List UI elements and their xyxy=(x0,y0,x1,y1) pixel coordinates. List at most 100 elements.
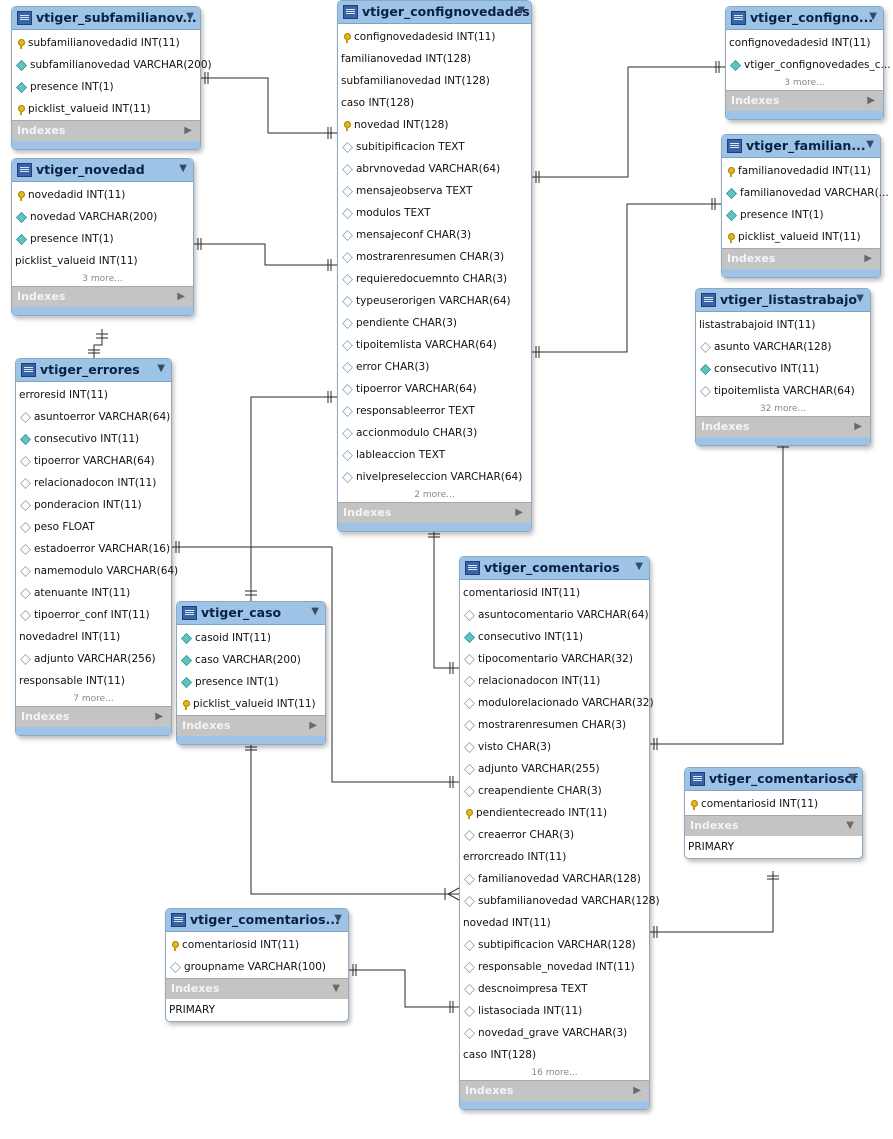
indexes-bar[interactable]: Indexes▼ xyxy=(166,978,348,999)
column-row[interactable]: subitipificacion TEXT xyxy=(338,136,531,158)
column-row[interactable]: familianovedad VARCHAR(... xyxy=(722,182,889,204)
table-header[interactable]: vtiger_comentarios▼ xyxy=(460,557,649,580)
column-row[interactable]: familianovedadid INT(11) xyxy=(722,160,880,182)
column-row[interactable]: responsableerror TEXT xyxy=(338,400,531,422)
column-row[interactable]: subfamilianovedad VARCHAR(200) xyxy=(12,54,212,76)
column-row[interactable]: listasociada INT(11) xyxy=(460,1000,649,1022)
column-row[interactable]: error CHAR(3) xyxy=(338,356,531,378)
column-row[interactable]: comentariosid INT(11) xyxy=(460,582,649,604)
table-vtiger-confignovedades[interactable]: vtiger_confignovedades▼confignovedadesid… xyxy=(337,0,532,532)
more-columns-link[interactable]: 3 more... xyxy=(784,78,825,88)
triangle-down-icon[interactable]: ▼ xyxy=(866,139,874,150)
table-header[interactable]: vtiger_comentarios...▼ xyxy=(166,909,348,932)
indexes-bar[interactable]: Indexes▶ xyxy=(16,706,171,727)
triangle-down-icon[interactable]: ▼ xyxy=(332,983,340,994)
column-row[interactable]: tipoitemlista VARCHAR(64) xyxy=(696,380,870,402)
column-row[interactable]: accionmodulo CHAR(3) xyxy=(338,422,531,444)
column-row[interactable]: picklist_valueid INT(11) xyxy=(12,98,200,120)
column-row[interactable]: adjunto VARCHAR(255) xyxy=(460,758,649,780)
column-row[interactable]: estadoerror VARCHAR(16) xyxy=(16,538,171,560)
column-row[interactable]: atenuante INT(11) xyxy=(16,582,171,604)
column-row[interactable]: novedad VARCHAR(200) xyxy=(12,206,193,228)
triangle-right-icon[interactable]: ▶ xyxy=(177,291,185,302)
table-header[interactable]: vtiger_subfamilianov...▼ xyxy=(12,7,200,30)
table-vtiger-confignovedades-cf[interactable]: vtiger_configno...▼confignovedadesid INT… xyxy=(725,6,891,120)
column-row[interactable]: comentariosid INT(11) xyxy=(685,793,862,815)
triangle-right-icon[interactable]: ▶ xyxy=(515,507,523,518)
column-row[interactable]: modulorelacionado VARCHAR(32) xyxy=(460,692,654,714)
column-row[interactable]: comentariosid INT(11) xyxy=(166,934,348,956)
column-row[interactable]: novedad_grave VARCHAR(3) xyxy=(460,1022,649,1044)
more-columns-link[interactable]: 7 more... xyxy=(73,694,114,704)
table-header[interactable]: vtiger_caso▼ xyxy=(177,602,325,625)
table-vtiger-comentarios[interactable]: vtiger_comentarios▼comentariosid INT(11)… xyxy=(459,556,660,1110)
column-row[interactable]: asunto VARCHAR(128) xyxy=(696,336,870,358)
indexes-bar[interactable]: Indexes▼ xyxy=(685,815,862,836)
triangle-down-icon[interactable]: ▼ xyxy=(856,293,864,304)
column-row[interactable]: tipocomentario VARCHAR(32) xyxy=(460,648,649,670)
triangle-down-icon[interactable]: ▼ xyxy=(848,772,856,783)
indexes-bar[interactable]: Indexes▶ xyxy=(338,502,531,523)
table-vtiger-errores[interactable]: vtiger_errores▼erroresid INT(11)asuntoer… xyxy=(15,358,178,736)
index-row[interactable]: PRIMARY xyxy=(169,1004,216,1016)
column-row[interactable]: novedad INT(128) xyxy=(338,114,531,136)
table-vtiger-subfamilianovedad[interactable]: vtiger_subfamilianov...▼subfamilianoveda… xyxy=(11,6,212,150)
column-row[interactable]: erroresid INT(11) xyxy=(16,384,171,406)
column-row[interactable]: consecutivo INT(11) xyxy=(460,626,649,648)
triangle-right-icon[interactable]: ▶ xyxy=(864,253,872,264)
triangle-down-icon[interactable]: ▼ xyxy=(334,913,342,924)
column-row[interactable]: nivelpreseleccion VARCHAR(64) xyxy=(338,466,531,488)
table-vtiger-comentarioscf[interactable]: vtiger_comentarioscf▼comentariosid INT(1… xyxy=(684,767,863,859)
column-row[interactable]: tipoitemlista VARCHAR(64) xyxy=(338,334,531,356)
table-header[interactable]: vtiger_comentarioscf▼ xyxy=(685,768,862,791)
indexes-bar[interactable]: Indexes▶ xyxy=(696,416,870,437)
triangle-right-icon[interactable]: ▶ xyxy=(633,1085,641,1096)
column-row[interactable]: presence INT(1) xyxy=(177,671,325,693)
column-row[interactable]: consecutivo INT(11) xyxy=(16,428,171,450)
column-row[interactable]: errorcreado INT(11) xyxy=(460,846,649,868)
column-row[interactable]: vtiger_confignovedades_c... xyxy=(726,54,891,76)
column-row[interactable]: mostrarenresumen CHAR(3) xyxy=(338,246,531,268)
triangle-down-icon[interactable]: ▼ xyxy=(179,163,187,174)
triangle-down-icon[interactable]: ▼ xyxy=(517,5,525,16)
column-row[interactable]: asuntocomentario VARCHAR(64) xyxy=(460,604,649,626)
column-row[interactable]: presence INT(1) xyxy=(12,76,200,98)
column-row[interactable]: tipoerror_conf INT(11) xyxy=(16,604,171,626)
column-row[interactable]: typeuserorigen VARCHAR(64) xyxy=(338,290,531,312)
column-row[interactable]: picklist_valueid INT(11) xyxy=(722,226,880,248)
triangle-down-icon[interactable]: ▼ xyxy=(157,363,165,374)
column-row[interactable]: caso VARCHAR(200) xyxy=(177,649,325,671)
column-row[interactable]: subfamilianovedadid INT(11) xyxy=(12,32,200,54)
column-row[interactable]: responsable_novedad INT(11) xyxy=(460,956,649,978)
table-vtiger-comentarios-group[interactable]: vtiger_comentarios...▼comentariosid INT(… xyxy=(165,908,349,1022)
column-row[interactable]: relacionadocon INT(11) xyxy=(460,670,649,692)
column-row[interactable]: subtipificacion VARCHAR(128) xyxy=(460,934,649,956)
triangle-right-icon[interactable]: ▶ xyxy=(867,95,875,106)
indexes-bar[interactable]: Indexes▶ xyxy=(460,1080,649,1101)
column-row[interactable]: presence INT(1) xyxy=(722,204,880,226)
table-header[interactable]: vtiger_errores▼ xyxy=(16,359,171,382)
column-row[interactable]: visto CHAR(3) xyxy=(460,736,649,758)
more-columns-link[interactable]: 16 more... xyxy=(531,1068,578,1078)
column-row[interactable]: familianovedad INT(128) xyxy=(338,48,531,70)
column-row[interactable]: mensajeconf CHAR(3) xyxy=(338,224,531,246)
column-row[interactable]: picklist_valueid INT(11) xyxy=(12,250,193,272)
column-row[interactable]: requieredocuemnto CHAR(3) xyxy=(338,268,531,290)
table-vtiger-familianovedad[interactable]: vtiger_familian...▼familianovedadid INT(… xyxy=(721,134,889,278)
indexes-bar[interactable]: Indexes▶ xyxy=(177,715,325,736)
column-row[interactable]: caso INT(128) xyxy=(338,92,531,114)
column-row[interactable]: familianovedad VARCHAR(128) xyxy=(460,868,649,890)
indexes-bar[interactable]: Indexes▶ xyxy=(12,286,193,307)
column-row[interactable]: asuntoerror VARCHAR(64) xyxy=(16,406,171,428)
table-vtiger-novedad[interactable]: vtiger_novedad▼novedadid INT(11)novedad … xyxy=(11,158,194,316)
indexes-bar[interactable]: Indexes▶ xyxy=(722,248,880,269)
column-row[interactable]: mostrarenresumen CHAR(3) xyxy=(460,714,649,736)
triangle-down-icon[interactable]: ▼ xyxy=(869,11,877,22)
column-row[interactable]: ponderacion INT(11) xyxy=(16,494,171,516)
column-row[interactable]: abrvnovedad VARCHAR(64) xyxy=(338,158,531,180)
indexes-bar[interactable]: Indexes▶ xyxy=(726,90,883,111)
column-row[interactable]: mensajeobserva TEXT xyxy=(338,180,531,202)
table-header[interactable]: vtiger_novedad▼ xyxy=(12,159,193,182)
column-row[interactable]: tipoerror VARCHAR(64) xyxy=(16,450,171,472)
triangle-down-icon[interactable]: ▼ xyxy=(186,11,194,22)
